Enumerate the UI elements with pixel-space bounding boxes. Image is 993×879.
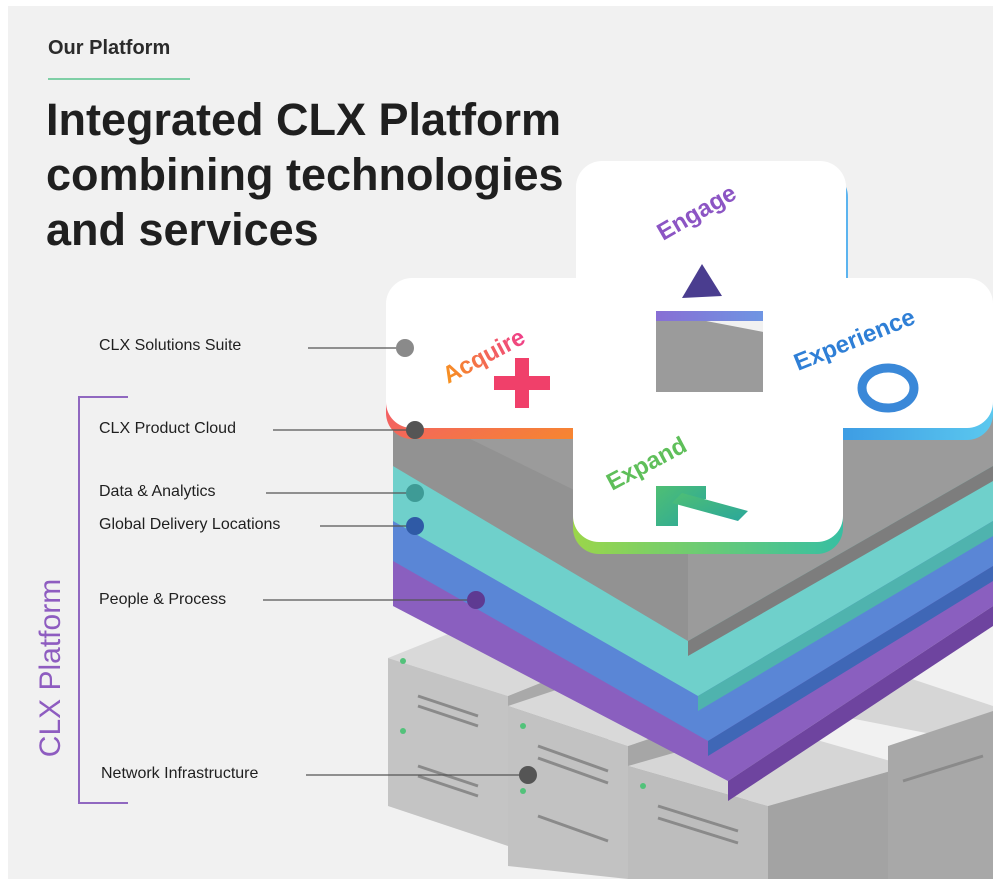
page-title: Integrated CLX Platform combining techno… xyxy=(46,92,564,257)
label-network-infrastructure: Network Infrastructure xyxy=(101,765,259,782)
tile-expand[interactable]: Expand xyxy=(573,392,843,554)
leader-solutions-suite xyxy=(308,339,414,357)
ring-icon xyxy=(857,363,919,413)
leader-product-cloud xyxy=(273,421,424,439)
title-line-3: and services xyxy=(46,204,319,255)
triangle-icon xyxy=(682,264,722,298)
plus-icon xyxy=(494,358,550,408)
label-product-cloud: CLX Product Cloud xyxy=(99,420,236,437)
arrow-icon xyxy=(656,486,748,526)
title-line-2: combining technologies xyxy=(46,149,564,200)
leader-data-analytics xyxy=(266,484,424,502)
label-people-process: People & Process xyxy=(99,591,227,608)
label-data-analytics: Data & Analytics xyxy=(99,483,216,500)
platform-infographic: Our Platform Integrated CLX Platform com… xyxy=(8,6,993,879)
leader-global-delivery xyxy=(320,517,424,535)
platform-stack-diagram: Engage Experience Acquire Expand xyxy=(263,161,993,879)
eyebrow-underline xyxy=(48,78,190,80)
leader-network-infrastructure xyxy=(306,766,537,784)
platform-bracket xyxy=(78,396,128,804)
label-global-delivery: Global Delivery Locations xyxy=(99,516,281,533)
title-line-1: Integrated CLX Platform xyxy=(46,94,562,145)
label-solutions-suite: CLX Solutions Suite xyxy=(99,337,242,354)
eyebrow-label: Our Platform xyxy=(48,37,171,59)
leader-people-process xyxy=(263,591,485,609)
